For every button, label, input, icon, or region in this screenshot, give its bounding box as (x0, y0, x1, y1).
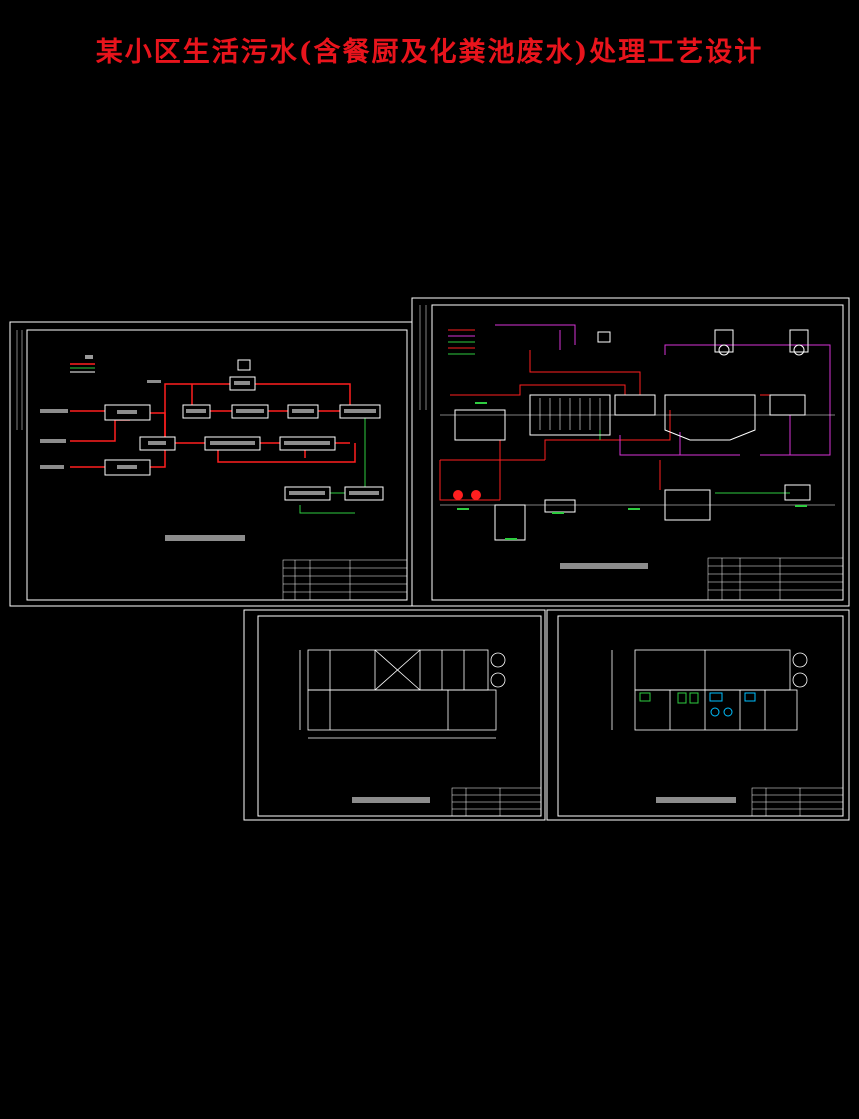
dosing-tank (544, 499, 576, 513)
equipment-blue (709, 692, 756, 717)
blower (789, 329, 809, 353)
legend (448, 329, 475, 355)
sump-tank (494, 504, 526, 541)
legend (70, 355, 95, 373)
unit-box (237, 359, 251, 371)
sheet-dimension-plan (243, 609, 546, 821)
clarifier-tank (664, 394, 756, 441)
plan-outline (611, 649, 808, 731)
sheet-inner-border (257, 615, 542, 817)
wastewater-pipes (439, 350, 800, 501)
tanks (454, 394, 811, 541)
sheet-inner-border (26, 329, 408, 601)
drawing-caption-mark (560, 563, 648, 569)
sludge-pipes (599, 430, 790, 494)
sheet-process-flow-diagram (9, 321, 413, 607)
disinfection-tank (769, 394, 806, 416)
sheet-equipment-layout (546, 609, 850, 821)
title-block (282, 559, 408, 601)
valve-marks (457, 402, 807, 540)
unit-label-marks (40, 380, 379, 541)
sheet-inner-border (431, 304, 844, 601)
sheet-outer-border (243, 609, 546, 821)
bioreactor-media (539, 398, 601, 430)
page-title: 某小区生活污水(含餐厨及化粪池废水)处理工艺设计 (95, 37, 764, 68)
equipment-green (639, 692, 699, 704)
sludge-tank (664, 489, 711, 521)
filter-press (784, 484, 811, 501)
drawing-caption-mark (352, 797, 430, 803)
sheet-outer-border (546, 609, 850, 821)
title-block (751, 787, 844, 817)
pumps (453, 490, 481, 500)
blowers (597, 329, 809, 356)
title-block (451, 787, 542, 817)
plan-outline (299, 649, 506, 739)
sheet-pid-schematic (411, 297, 850, 607)
sludge-lines (299, 417, 366, 514)
blower (714, 329, 734, 353)
sheet-outer-border (411, 297, 850, 607)
settling-tank (614, 394, 656, 416)
title-block (707, 557, 844, 601)
wastewater-flow-lines (70, 383, 356, 468)
bioreactor-tank (529, 394, 611, 436)
drawing-caption-mark (656, 797, 736, 803)
regulating-tank (454, 409, 506, 441)
sheet-inner-border (557, 615, 844, 817)
